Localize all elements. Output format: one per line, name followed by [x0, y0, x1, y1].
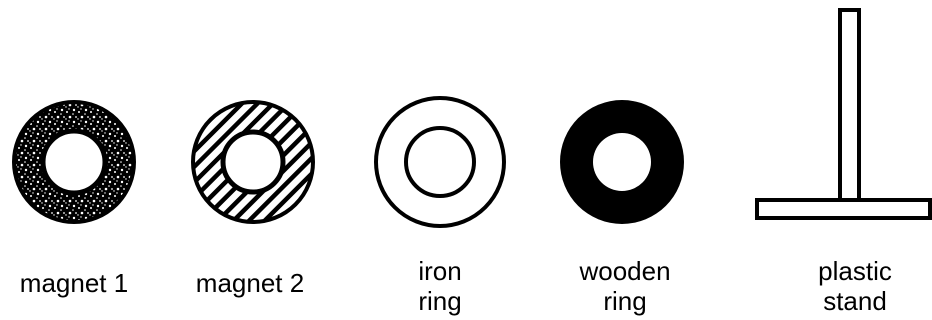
label-wooden-ring: wooden ring: [579, 256, 670, 316]
iron-ring-ring: [376, 98, 504, 226]
wooden-ring-ring: [560, 100, 684, 224]
label-magnet-1: magnet 1: [20, 268, 128, 298]
magnet-2-ring: [193, 102, 313, 222]
plastic-stand-shape: [757, 10, 930, 218]
magnet-1-ring: [14, 102, 134, 222]
label-magnet-2: magnet 2: [196, 268, 304, 298]
label-plastic-stand: plastic stand: [818, 256, 892, 316]
label-iron-ring: iron ring: [418, 256, 461, 316]
